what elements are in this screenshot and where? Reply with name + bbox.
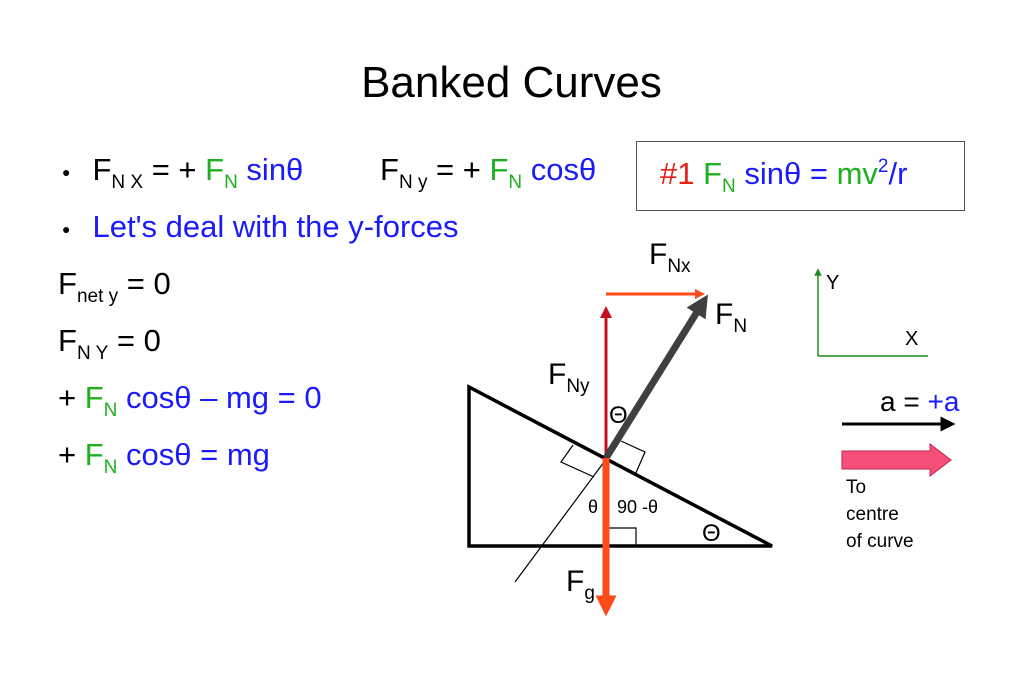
fn-label-subscript: N (733, 316, 748, 337)
fn-symbol: F (84, 437, 104, 472)
fg-label-symbol: F (566, 565, 585, 598)
fnx-label: FNx (649, 238, 691, 276)
fn-subscript: N (103, 400, 118, 421)
acceleration-label: a = +a (880, 386, 959, 418)
angle-ninety-minus-theta-label: 90 -θ (617, 497, 659, 517)
angle-theta-label: θ (588, 497, 599, 517)
incline-triangle (467, 384, 773, 548)
equation-line-fn-components: ●FN X = + FN sinθ (62, 152, 304, 193)
equation-fny-zero: FN Y = 0 (58, 323, 161, 363)
bullet-icon: ● (62, 220, 71, 237)
fnx-subscript: N X (111, 172, 144, 193)
centre-line-3: of curve (846, 531, 914, 552)
equation-cos-minus-mg: + FN cosθ – mg = 0 (58, 380, 322, 420)
fny-label: FNy (548, 358, 590, 396)
fny-equals-zero: = 0 (108, 323, 161, 358)
axis-x-label: X (905, 328, 919, 350)
fn-label: FN (715, 298, 747, 336)
fnx-label-subscript: Nx (667, 256, 691, 277)
fny-symbol: F (380, 152, 399, 187)
fny-subscript: N y (398, 172, 428, 193)
mv-term: mv (836, 156, 878, 191)
fny-label-subscript: Ny (566, 376, 590, 397)
plus-sign: + (58, 380, 85, 415)
fnx-equals: = + (143, 152, 206, 187)
right-angle-marker-base (609, 527, 637, 546)
equation-line-fny: FN y = + FN cosθ (380, 152, 597, 192)
sin-theta-equals: sinθ = (735, 156, 837, 191)
net-subscript: net y (76, 286, 119, 307)
bullet-icon: ● (62, 163, 71, 180)
boxed-equation-frame (636, 141, 965, 211)
cos-equals-mg: cosθ = mg (117, 437, 270, 472)
net-symbol: F (58, 266, 77, 301)
fn-term-subscript: N (508, 172, 523, 193)
fny-equals: = + (427, 152, 490, 187)
right-angle-marker-left (560, 444, 595, 478)
cos-minus-mg: cosθ – mg = 0 (117, 380, 322, 415)
plus-sign: + (58, 437, 85, 472)
fn-term-subscript: N (224, 172, 238, 193)
centre-line-2: centre (846, 504, 899, 525)
centre-direction-arrow (841, 442, 952, 478)
equation-cos-equals-mg: + FN cosθ = mg (58, 437, 270, 477)
fnx-label-symbol: F (649, 238, 668, 271)
sin-theta: sinθ (237, 152, 304, 187)
equation-net-y: Fnet y = 0 (58, 266, 171, 306)
fn-symbol: F (703, 156, 723, 191)
right-angle-marker-right (620, 440, 646, 476)
accel-symbol: a (880, 386, 896, 417)
slide-title: Banked Curves (361, 58, 662, 107)
centre-of-curve-label: To centre of curve (846, 474, 914, 555)
fny-label-symbol: F (548, 358, 567, 391)
fn-label-symbol: F (715, 298, 734, 331)
equation-number: #1 (660, 156, 695, 191)
boxed-equation: #1 FN sinθ = mv2/r (660, 156, 908, 196)
y-forces-text: Let's deal with the y-forces (92, 209, 459, 244)
axis-y-label: Y (826, 272, 840, 294)
fny-subscript: N Y (76, 343, 109, 364)
accel-equals: = (895, 386, 928, 417)
theta-symbol-top: Θ (609, 402, 628, 429)
fn-term-symbol: F (205, 152, 225, 187)
exponent: 2 (877, 156, 889, 177)
fnx-symbol: F (92, 152, 112, 187)
fn-subscript: N (103, 457, 118, 478)
fn-subscript: N (722, 176, 736, 197)
fn-arrow (603, 294, 708, 460)
fg-label-subscript: g (584, 583, 595, 604)
accel-value: +a (927, 386, 960, 417)
centre-line-1: To (846, 477, 867, 498)
normal-reference-line (514, 457, 608, 583)
over-r: /r (888, 156, 908, 191)
fn-term-symbol: F (489, 152, 509, 187)
fn-symbol: F (84, 380, 104, 415)
net-equals-zero: = 0 (118, 266, 171, 301)
cos-theta: cosθ (522, 152, 597, 187)
fg-label: Fg (566, 565, 595, 603)
fny-symbol: F (58, 323, 77, 358)
bullet-y-forces: ● Let's deal with the y-forces (62, 209, 459, 247)
theta-symbol-bottom: Θ (702, 520, 721, 547)
